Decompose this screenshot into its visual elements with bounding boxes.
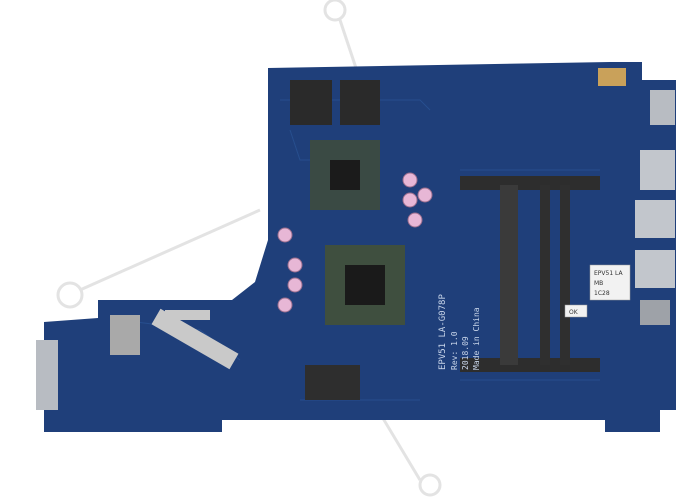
sticker-line-3: 1C28 bbox=[594, 290, 610, 297]
gold-contacts bbox=[598, 68, 626, 86]
capacitors bbox=[277, 172, 433, 313]
silkscreen-date: 2018.09 bbox=[461, 336, 470, 370]
sticker-line-2: MB bbox=[594, 280, 603, 287]
sticker: EPV51 LA MB 1C28 OK bbox=[564, 264, 631, 318]
silkscreen: EPV51 LA-G078P Rev: 1.0 2018.09 Made in … bbox=[438, 294, 481, 370]
silkscreen-model: EPV51 LA-G078P bbox=[438, 294, 448, 370]
sticker-line-1: EPV51 LA bbox=[594, 270, 624, 277]
memory-chip-1 bbox=[290, 80, 332, 125]
gpu-die bbox=[330, 160, 360, 190]
power-connector bbox=[305, 365, 360, 400]
silkscreen-rev: Rev: 1.0 bbox=[450, 331, 459, 370]
ram-slots bbox=[460, 176, 600, 372]
battery-connector bbox=[36, 340, 58, 410]
io-ports bbox=[635, 90, 675, 325]
cpu-die bbox=[345, 265, 385, 305]
memory-chip-2 bbox=[340, 80, 380, 125]
silkscreen-origin: Made in China bbox=[472, 307, 481, 370]
sticker-tag: OK bbox=[569, 309, 579, 316]
ribbon-connectors bbox=[110, 308, 239, 370]
